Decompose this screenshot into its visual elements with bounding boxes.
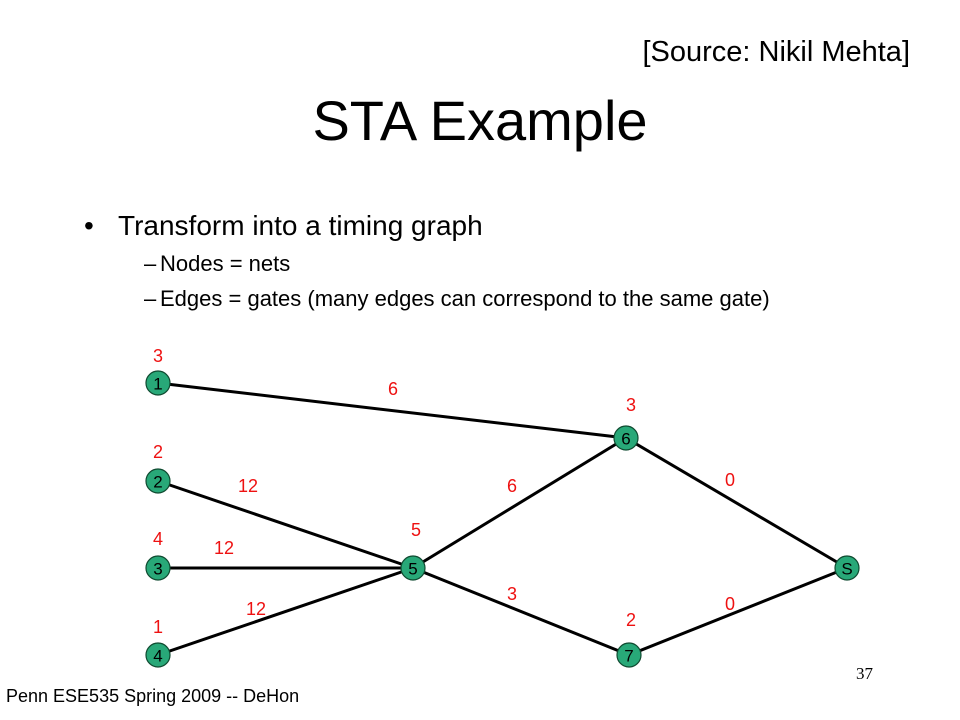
edge-weight-label: 6 [388,379,398,399]
node-label: 3 [153,560,162,579]
edge-7-S [628,566,848,657]
edge-weight-label: 6 [507,476,517,496]
dash-marker: – [144,251,157,276]
page-number: 37 [856,664,873,683]
edge-weight-label: 0 [725,594,735,614]
edge-weight-label: 3 [507,584,517,604]
source-citation: [Source: Nikil Mehta] [642,36,910,68]
node-delay-label: 3 [626,395,636,415]
edge-6-S [625,436,848,570]
edge-4-5 [157,566,414,657]
node-label: 4 [153,647,162,666]
node-label: 6 [621,430,630,449]
node-2 [145,468,171,494]
edge-1-6 [157,381,627,440]
edge-weight-label: 12 [214,538,234,558]
node-label: 5 [408,560,417,579]
slide-title: STA Example [312,89,648,152]
node-6 [613,425,639,451]
sub-bullet-item: – Nodes = nets [84,250,864,277]
bullet-text: Transform into a timing graph [118,210,483,241]
node-4 [145,642,171,668]
node-5 [400,555,426,581]
edge-weight-label: 0 [725,470,735,490]
node-delay-label: 4 [153,529,163,549]
edge-2-5 [157,479,414,570]
sub-bullet-text: Nodes = nets [160,251,291,276]
bullet-dot: • [84,210,94,241]
node-delay-label: 3 [153,346,163,366]
bullet-list: • Transform into a timing graph – Nodes … [84,210,864,312]
edge-weight-label: 12 [238,476,258,496]
node-delay-label: 5 [411,520,421,540]
node-label: S [841,560,852,579]
node-label: 1 [153,375,162,394]
edge-weight-label: 12 [246,599,266,619]
bullet-item: • Transform into a timing graph [84,210,864,242]
node-3 [145,555,171,581]
node-1 [145,370,171,396]
edge-5-6 [412,436,627,570]
footer-course: Penn ESE535 Spring 2009 -- DeHon [6,686,300,706]
node-delay-label: 2 [626,610,636,630]
sub-bullet-text: Edges = gates (many edges can correspond… [160,286,770,311]
edge-5-7 [412,566,630,657]
sub-bullet-item: – Edges = gates (many edges can correspo… [84,285,864,312]
node-7 [616,642,642,668]
node-label: 2 [153,473,162,492]
dash-marker: – [144,286,157,311]
node-delay-label: 2 [153,442,163,462]
node-label: 7 [624,647,633,666]
node-delay-label: 1 [153,617,163,637]
node-S [834,555,860,581]
